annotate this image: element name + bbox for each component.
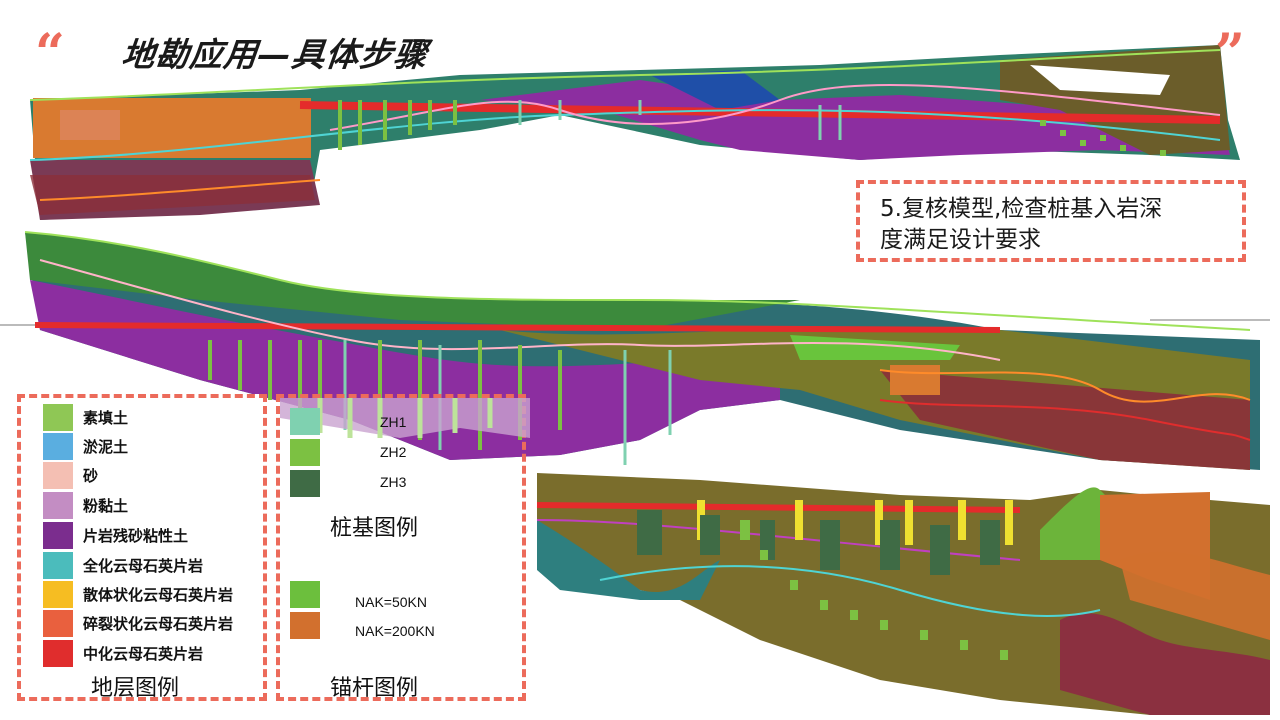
- legend-swatch: [290, 439, 320, 466]
- pile-legend-label: ZH2: [380, 444, 407, 460]
- strata-legend-title: 地层图例: [91, 676, 180, 701]
- legend-item: 中化云母石英片岩: [43, 639, 204, 667]
- model-view-bottom: [536, 473, 1270, 715]
- legend-item: 粉黏土: [43, 491, 129, 519]
- legend-label: 粉黏土: [83, 496, 129, 515]
- pile-anchor-legend: ZH1 ZH2 ZH3 桩基图例 NAK=50KN NAK=200KN 锚杆图例: [276, 394, 530, 701]
- step-callout: 5.复核模型,检查桩基入岩深 度满足设计要求: [856, 180, 1246, 262]
- anchor-legend-label: NAK=50KN: [355, 594, 427, 610]
- callout-line-2: 度满足设计要求: [880, 227, 1041, 253]
- legend-item: 全化云母石英片岩: [43, 551, 204, 579]
- model-view-top: [29, 45, 1240, 220]
- pile-legend-item: [290, 408, 320, 435]
- legend-swatch: [43, 521, 73, 549]
- legend-item: 散体状化云母石英片岩: [43, 580, 234, 608]
- legend-swatch: [43, 432, 73, 460]
- pile-legend-label: ZH1: [380, 414, 407, 430]
- legend-swatch: [43, 461, 73, 489]
- open-quote-mark: “: [35, 23, 65, 84]
- legend-label: 中化云母石英片岩: [83, 644, 204, 663]
- legend-label: 碎裂状化云母石英片岩: [83, 614, 234, 633]
- pile-legend-label: ZH3: [380, 474, 407, 490]
- legend-item: 淤泥土: [43, 432, 129, 460]
- model-overlap-render: [280, 398, 530, 438]
- legend-swatch: [290, 581, 320, 608]
- model-view-middle: [0, 231, 1270, 470]
- legend-swatch: [43, 580, 73, 608]
- anchor-legend-item: [290, 581, 320, 608]
- strata-legend: 素填土 淤泥土 砂 粉黏土 片岩残砂粘性土 全化云母石英片岩 散体状化云母石英片…: [17, 394, 267, 701]
- legend-label: 片岩残砂粘性土: [83, 526, 189, 545]
- page-title: 地勘应用—具体步骤: [119, 35, 430, 74]
- legend-item: 片岩残砂粘性土: [43, 521, 189, 549]
- legend-swatch: [290, 612, 320, 639]
- legend-label: 散体状化云母石英片岩: [83, 585, 234, 604]
- legend-swatch: [43, 491, 73, 519]
- legend-swatch: [290, 408, 320, 435]
- legend-label: 砂: [83, 466, 99, 485]
- anchor-legend-item: [290, 612, 320, 639]
- anchor-legend-title: 锚杆图例: [330, 676, 419, 701]
- legend-swatch: [43, 403, 73, 431]
- legend-item: 砂: [43, 461, 99, 489]
- anchor-legend-label: NAK=200KN: [355, 623, 435, 639]
- legend-swatch: [43, 551, 73, 579]
- legend-swatch: [290, 470, 320, 497]
- legend-swatch: [43, 609, 73, 637]
- close-quote-mark: ”: [1215, 23, 1245, 84]
- legend-label: 素填土: [83, 408, 129, 427]
- legend-label: 全化云母石英片岩: [83, 556, 204, 575]
- legend-swatch: [43, 639, 73, 667]
- legend-label: 淤泥土: [83, 437, 129, 456]
- pile-legend-title: 桩基图例: [330, 516, 419, 541]
- legend-item: 碎裂状化云母石英片岩: [43, 609, 234, 637]
- pile-legend-item: [290, 439, 320, 466]
- callout-line-1: 5.复核模型,检查桩基入岩深: [880, 196, 1163, 222]
- pile-legend-item: [290, 470, 320, 497]
- legend-item: 素填土: [43, 403, 129, 431]
